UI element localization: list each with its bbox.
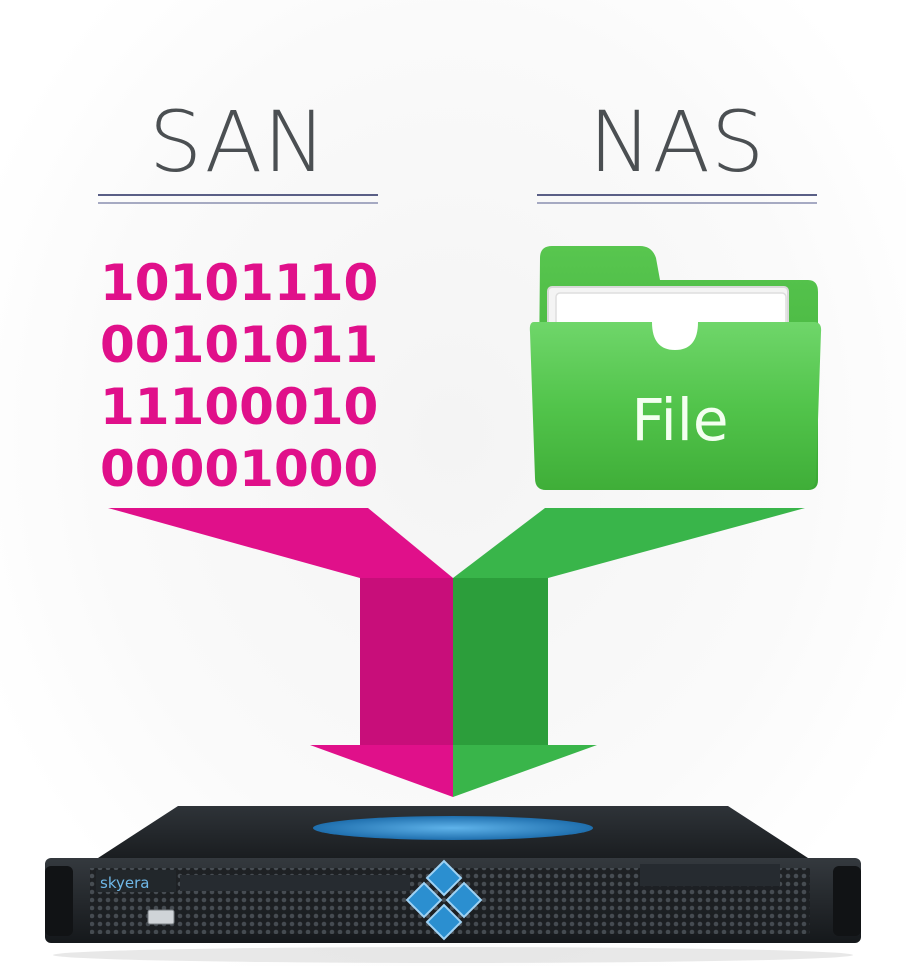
nas-heading: NAS [588,93,766,191]
binary-line: 00001000 [100,440,379,498]
device-brand: skyera [100,874,149,892]
binary-line: 10101110 [100,254,379,312]
logo-diamond-icon [405,859,483,941]
san-heading: SAN [148,93,328,191]
folder-file-label: File [631,386,729,454]
server-chassis-icon: skyera [45,806,861,963]
san-arrow [108,508,453,797]
binary-line: 00101011 [100,316,379,374]
usb-port-icon [147,909,175,925]
binary-line: 11100010 [100,378,379,436]
folder-icon [529,246,822,490]
nas-arrow [453,508,805,797]
binary-data-block: 10101110 00101011 11100010 00001000 [100,252,379,500]
top-glow-icon [313,816,593,840]
